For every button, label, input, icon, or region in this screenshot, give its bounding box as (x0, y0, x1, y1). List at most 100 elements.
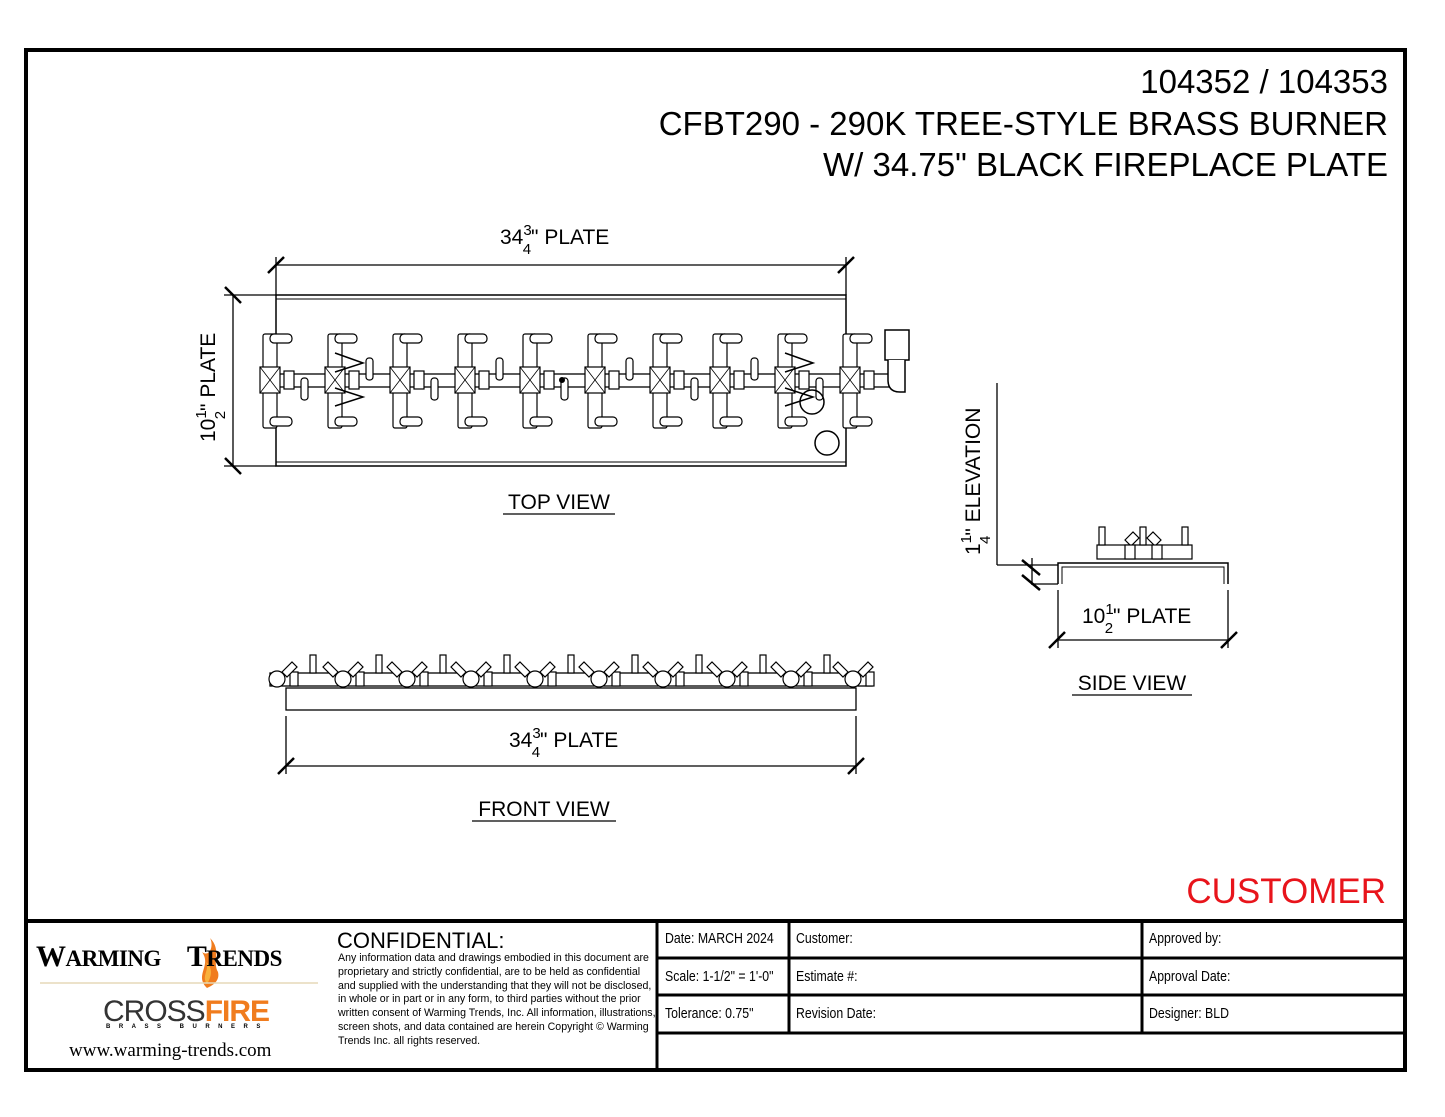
burner-port (269, 416, 293, 427)
burner-riser (514, 654, 575, 688)
jet-port (560, 377, 569, 401)
burner-port (529, 416, 553, 427)
burner-riser (642, 654, 703, 688)
burner-riser (268, 654, 317, 688)
confidential-title: CONFIDENTIAL: (337, 928, 505, 953)
tee-fitting (782, 670, 800, 688)
burner-branch (774, 333, 824, 429)
estimate-field: Estimate #: (796, 968, 858, 985)
flame-director (784, 352, 816, 407)
burner-manifold-front (268, 654, 875, 688)
cross-mark (324, 366, 346, 394)
side-burner-assembly (1096, 526, 1193, 560)
jet-port (495, 357, 504, 381)
jet-port (365, 357, 374, 381)
coupling (355, 671, 365, 687)
angled-jet (667, 661, 684, 678)
cross-mark (709, 366, 731, 394)
website-url: www.warming-trends.com (69, 1040, 272, 1061)
burner-riser (832, 661, 875, 688)
burner-riser (770, 654, 831, 688)
gas-inlet-fitting (884, 329, 910, 361)
burner-post (631, 654, 639, 674)
part-numbers: 104352 / 104353 (1140, 63, 1388, 100)
coupling (348, 370, 360, 390)
angled-jet (411, 661, 428, 678)
cross-mark (774, 366, 796, 394)
side-view-plate (1057, 562, 1229, 584)
coupling (865, 671, 875, 687)
burner-port (659, 416, 683, 427)
burner-port (399, 416, 423, 427)
brass-burners-tagline: BRASS BURNERS (106, 1024, 269, 1030)
burner-port (529, 333, 553, 344)
burner-port (849, 416, 873, 427)
burner-port (784, 333, 808, 344)
jet-port (750, 357, 759, 381)
angled-jet (578, 661, 595, 678)
center-mark (559, 377, 565, 383)
cross-mark (584, 366, 606, 394)
burner-branch (584, 333, 634, 429)
cross-mark (519, 366, 541, 394)
burner-branch (454, 333, 504, 429)
cross-mark (389, 366, 411, 394)
burner-branch (649, 333, 699, 429)
burner-manifold-top (259, 333, 896, 429)
burner-post (503, 654, 511, 674)
cross-mark (839, 366, 861, 394)
jet-port (300, 377, 309, 401)
crossfire-logo: CROSSFIRE (103, 995, 270, 1028)
plate-hole (814, 430, 840, 456)
tee-fitting (334, 670, 352, 688)
angled-jet (603, 661, 620, 678)
coupling (419, 671, 429, 687)
scale-field: Scale: 1-1/2" = 1'-0" (665, 968, 774, 985)
burner-riser (706, 654, 767, 688)
coupling (673, 370, 685, 390)
angled-jet (857, 661, 874, 678)
top-view-label: TOP VIEW (508, 491, 610, 514)
burner-riser (450, 654, 511, 688)
burner-port (334, 333, 358, 344)
tee-fitting (590, 670, 608, 688)
elevation-dimension (996, 383, 1058, 591)
angled-jet (706, 661, 723, 678)
plate-hole (799, 389, 825, 415)
coupling (547, 671, 557, 687)
burner-riser (386, 654, 447, 688)
coupling (413, 370, 425, 390)
burner-branch (519, 333, 569, 429)
coupling (483, 671, 493, 687)
coupling (608, 370, 620, 390)
burner-port (719, 416, 743, 427)
angled-jet (281, 661, 298, 678)
burner-port (849, 333, 873, 344)
burner-post (439, 654, 447, 674)
burner-post (309, 654, 317, 674)
coupling (611, 671, 621, 687)
customer-stamp: CUSTOMER (1186, 872, 1386, 911)
angled-jet (322, 661, 339, 678)
coupling (478, 370, 490, 390)
angled-jet (475, 661, 492, 678)
tee-fitting (844, 670, 862, 688)
confidential-notice: Any information data and drawings embodi… (338, 952, 656, 1047)
coupling (283, 370, 295, 390)
coupling (863, 370, 875, 390)
burner-port (659, 333, 683, 344)
burner-port (719, 333, 743, 344)
coupling (733, 370, 745, 390)
burner-riser (322, 654, 383, 688)
sheet-border (24, 48, 1407, 1072)
angled-jet (795, 661, 812, 678)
tee-fitting (526, 670, 544, 688)
burner-post (567, 654, 575, 674)
front-view-label: FRONT VIEW (478, 798, 610, 821)
